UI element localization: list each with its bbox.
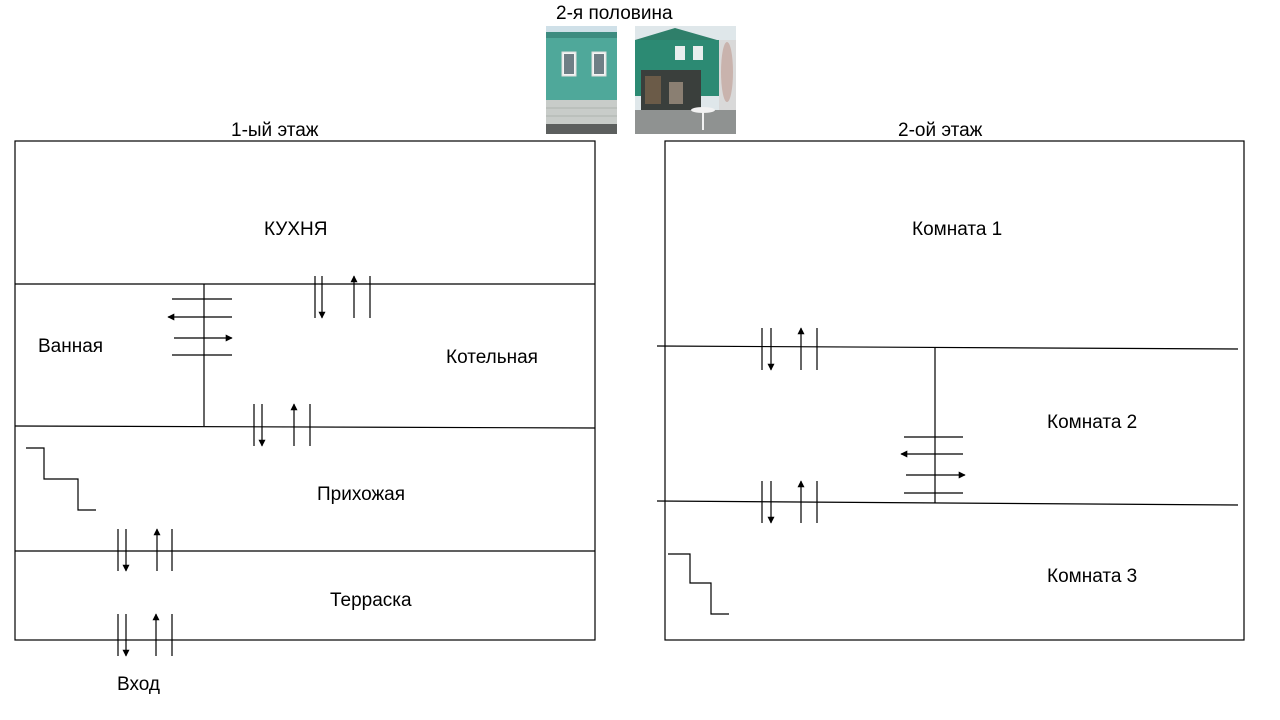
room-1: Комната 1 [912,219,1003,240]
stairs-floor2 [668,553,729,615]
floor1-title: 1-ый этаж [231,120,319,141]
house-facade-photo [546,26,617,134]
page-title: 2-я половина [556,3,673,24]
floor1-outline [14,140,596,641]
house-yard-photo [635,26,736,134]
stairs-floor1 [26,447,96,511]
wall-room3 [656,500,1239,506]
room-boiler: Котельная [446,347,538,368]
room-bathroom: Ванная [38,336,104,357]
floor2-outline [664,140,1245,641]
room-2: Комната 2 [1047,412,1138,433]
wall-hall-top [14,425,596,429]
room-kitchen: КУХНЯ [264,219,328,240]
room-3: Комната 3 [1047,566,1138,587]
wall-room1 [656,345,1239,350]
room-terrace: Терраска [330,590,412,611]
floor2-title: 2-ой этаж [898,120,983,141]
entrance-label: Вход [117,674,160,695]
room-hall: Прихожая [317,484,406,505]
